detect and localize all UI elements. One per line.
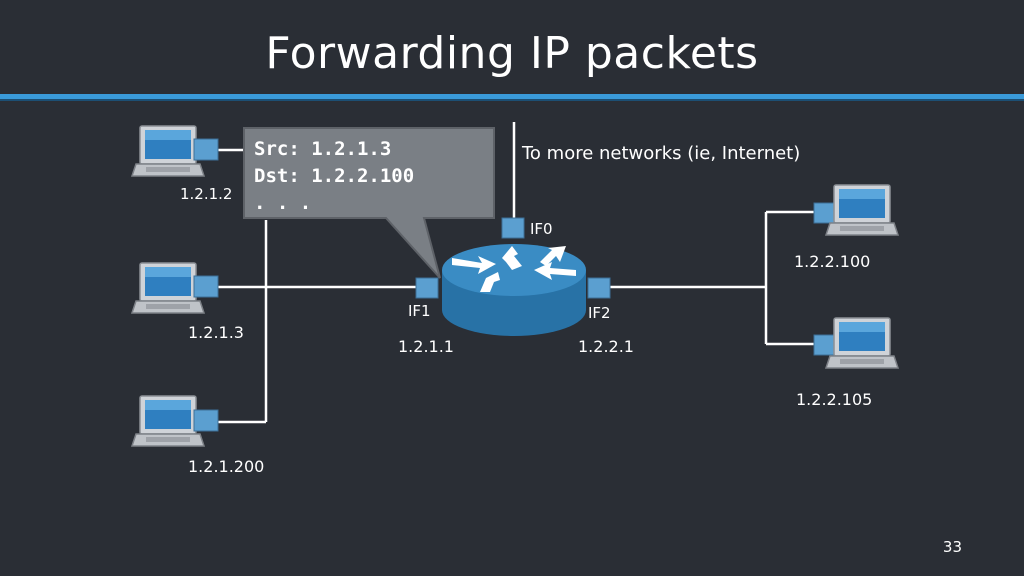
port-icon	[193, 275, 219, 298]
port-if0	[501, 217, 525, 239]
packet-more: . . .	[254, 192, 312, 214]
title-underline-shadow	[0, 99, 1024, 101]
if2-address: 1.2.2.1	[578, 337, 634, 356]
page-number: 33	[942, 538, 962, 556]
laptop-icon	[825, 317, 899, 369]
laptop-icon	[825, 184, 899, 236]
if1-address: 1.2.1.1	[398, 337, 454, 356]
host-label-1: 1.2.1.2	[180, 185, 233, 203]
port-if1	[415, 277, 439, 299]
port-if2	[587, 277, 611, 299]
port-icon	[193, 138, 219, 161]
laptop-icon	[131, 262, 205, 314]
packet-header-text: Src: 1.2.1.3 Dst: 1.2.2.100 . . .	[254, 136, 414, 217]
slide-title: Forwarding IP packets	[265, 28, 759, 79]
laptop-icon	[131, 395, 205, 447]
packet-dst: Dst: 1.2.2.100	[254, 165, 415, 187]
laptop-icon	[131, 125, 205, 177]
host-label-3: 1.2.1.200	[188, 457, 265, 476]
packet-callout	[243, 127, 495, 279]
port-icon	[813, 334, 837, 356]
if0-label: IF0	[530, 220, 553, 238]
title-underline	[0, 94, 1024, 99]
host-label-2: 1.2.1.3	[188, 323, 244, 342]
router-icon	[442, 244, 586, 336]
host-label-5: 1.2.2.105	[796, 390, 873, 409]
port-icon	[813, 202, 837, 224]
if1-label: IF1	[408, 302, 431, 320]
if2-label: IF2	[588, 304, 611, 322]
internet-label: To more networks (ie, Internet)	[522, 143, 801, 164]
port-icon	[193, 409, 219, 432]
host-label-4: 1.2.2.100	[794, 252, 871, 271]
packet-src: Src: 1.2.1.3	[254, 138, 392, 160]
